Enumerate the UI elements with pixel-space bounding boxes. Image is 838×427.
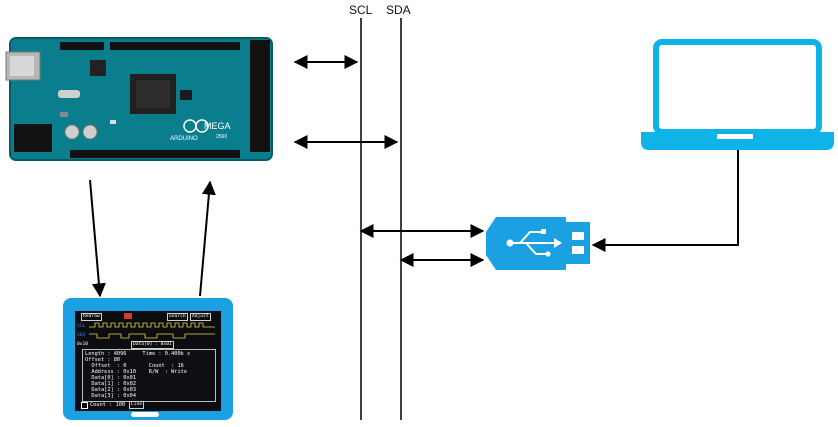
redraw-button[interactable]: Redraw: [81, 313, 102, 321]
footer-count: Count : 100: [90, 402, 126, 408]
sda-waveform: [89, 333, 215, 339]
address-tag: 0x10: [77, 342, 89, 347]
info-line-address: Address : 0x10 R/W : Write: [85, 369, 188, 375]
waveform-area: [89, 322, 215, 339]
channel-label-scl: SCL: [77, 324, 86, 329]
sda-label: SDA: [386, 3, 411, 17]
channel-label-sda: SDA: [77, 333, 86, 338]
arduino-model-no-text: 2560: [216, 134, 227, 140]
arduino-to-scope-arrow: [89, 179, 106, 298]
scope-to-arduino-arrow: [199, 180, 216, 297]
usb-adapter-icon: [486, 217, 590, 270]
search-button[interactable]: Search: [167, 313, 188, 321]
arduino-mega-board: ARDUINO MEGA 2560: [5, 37, 273, 161]
laptop-icon: [641, 39, 834, 150]
info-line-data2: Data[2] : 0x03: [85, 387, 137, 393]
scope-screen: Redraw Search Adjust SCL SDA 0x10 Data[0…: [75, 311, 221, 411]
data-tag: Data[0] : 0x01: [131, 341, 174, 349]
info-line-offset: Offset : 80: [85, 357, 121, 363]
arduino-model-text: MEGA: [204, 121, 231, 131]
decode-info-panel: Length : 4096 Time : 0.400k s Offset : 8…: [82, 349, 216, 402]
adjust-button[interactable]: Adjust: [190, 313, 211, 321]
info-line-length: Length : 4096 Time : 0.400k s: [85, 351, 191, 357]
scl-waveform: [89, 322, 215, 328]
info-line-data0: Data[0] : 0x01: [85, 375, 137, 381]
scl-label: SCL: [349, 3, 373, 17]
count-checkbox[interactable]: [81, 402, 88, 409]
info-line-data1: Data[1] : 0x02: [85, 381, 137, 387]
laptop-usb-arrow: [591, 147, 739, 252]
record-indicator: [124, 313, 132, 319]
info-line-data3: Data[3] : 0x04: [85, 393, 137, 399]
info-line-count: Offset : 0 Count : 16: [85, 363, 184, 369]
line-mode-button[interactable]: Line: [129, 401, 145, 409]
arduino-brand-text: ARDUINO: [170, 136, 198, 142]
